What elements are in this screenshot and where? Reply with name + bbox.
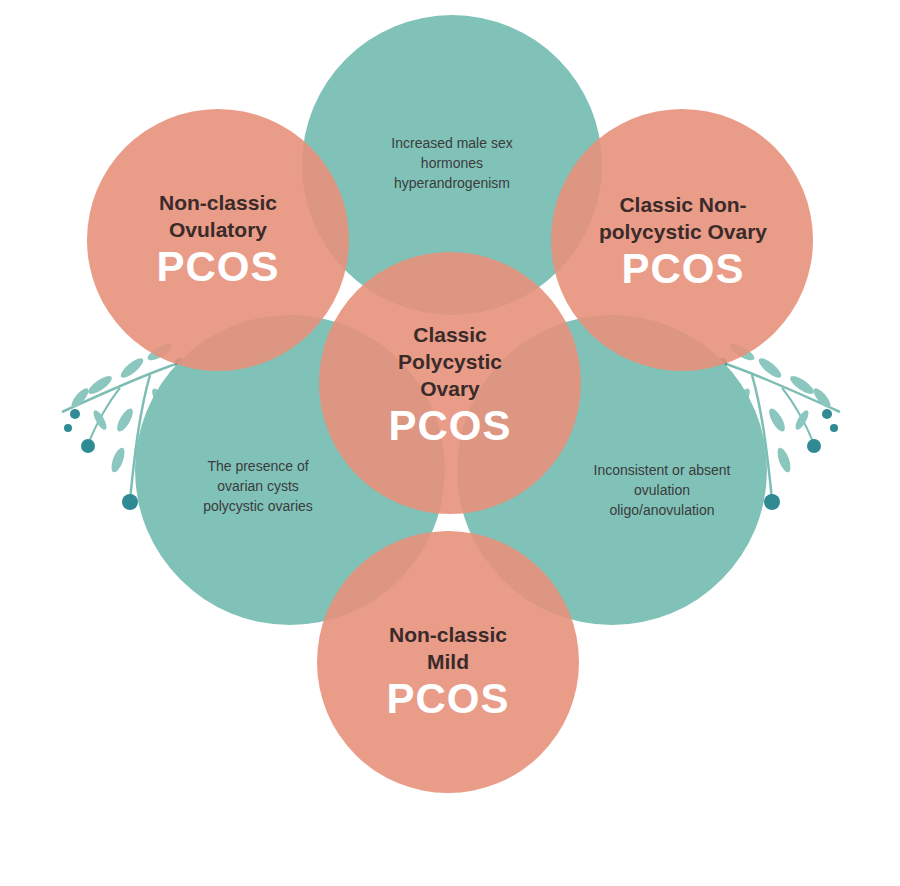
type-circle: Classic Non-polycystic OvaryPCOS xyxy=(551,109,813,371)
type-heading: Classic Polycystic Ovary xyxy=(375,321,525,402)
circle-fill xyxy=(551,109,813,371)
text-group: Classic Non-polycystic OvaryPCOS xyxy=(591,191,776,293)
type-circle: Classic Polycystic OvaryPCOS xyxy=(319,252,581,514)
circle-fill xyxy=(319,252,581,514)
feature-text: The presence of ovarian cysts polycystic… xyxy=(186,456,331,516)
type-acronym: PCOS xyxy=(378,675,518,723)
circle-fill xyxy=(87,109,349,371)
text-group: Inconsistent or absent ovulation oligo/a… xyxy=(592,460,732,520)
type-heading: Classic Non-polycystic Ovary xyxy=(591,191,776,245)
type-acronym: PCOS xyxy=(131,243,306,291)
type-circle: Non-classic OvulatoryPCOS xyxy=(87,109,349,371)
type-acronym: PCOS xyxy=(591,245,776,293)
text-group: Non-classic MildPCOS xyxy=(378,621,518,723)
feature-text: Inconsistent or absent ovulation oligo/a… xyxy=(592,460,732,520)
type-circle: Non-classic MildPCOS xyxy=(317,531,579,793)
feature-text: Increased male sex hormones hyperandroge… xyxy=(377,133,527,193)
text-group: Increased male sex hormones hyperandroge… xyxy=(377,133,527,193)
text-group: Classic Polycystic OvaryPCOS xyxy=(375,321,525,450)
type-acronym: PCOS xyxy=(375,402,525,450)
type-heading: Non-classic Mild xyxy=(378,621,518,675)
type-heading: Non-classic Ovulatory xyxy=(131,189,306,243)
circle-fill xyxy=(317,531,579,793)
text-group: The presence of ovarian cysts polycystic… xyxy=(186,456,331,516)
text-group: Non-classic OvulatoryPCOS xyxy=(131,189,306,291)
